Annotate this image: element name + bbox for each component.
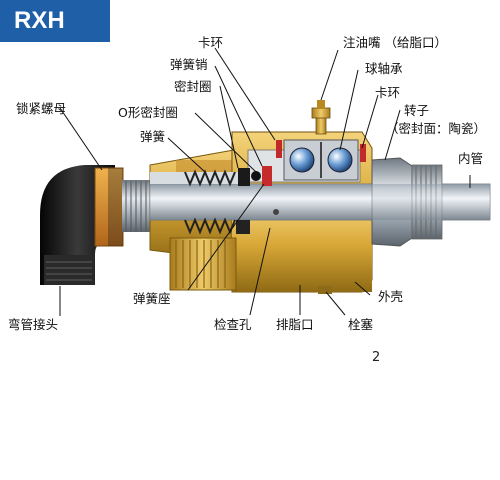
snap-ring-right (360, 144, 366, 162)
inspection-hole (273, 209, 279, 215)
bearing-ball-1 (289, 147, 315, 173)
label-elbow: 弯管接头 (8, 317, 59, 332)
grease-nipple (311, 100, 331, 135)
snap-ring-left (276, 140, 282, 158)
label-inspection-hole: 检查孔 (214, 317, 252, 332)
spring (184, 169, 236, 187)
bearing-ball-2 (327, 147, 353, 173)
threaded-stub (122, 180, 152, 232)
plug (318, 286, 332, 294)
label-inner-pipe: 内管 (458, 151, 484, 166)
page-number: 2 (372, 350, 381, 365)
spring-seat (262, 166, 272, 186)
label-spring-pin: 弹簧销 (170, 57, 208, 72)
label-spring-seat: 弹簧座 (133, 291, 171, 306)
label-grease-drain: 排脂口 (276, 317, 314, 332)
label-rotor: 转子 (404, 103, 430, 118)
label-o-ring: O形密封圈 (118, 105, 178, 120)
label-plug: 栓塞 (348, 317, 374, 332)
o-ring (251, 171, 261, 181)
model-tag: RXH (0, 0, 110, 42)
label-lock-nut: 锁紧螺母 (16, 101, 67, 116)
label-ball-bearing: 球轴承 (365, 61, 403, 76)
label-housing: 外壳 (378, 289, 404, 304)
label-snap-ring-right: 卡环 (375, 85, 401, 100)
label-seal-ring: 密封圈 (174, 79, 212, 94)
seal-ring (238, 168, 250, 186)
label-grease-nipple: 注油嘴 （给脂口） (343, 35, 447, 50)
label-spring: 弹簧 (140, 129, 166, 144)
spring-lower (184, 217, 236, 235)
label-seal-face: （密封面：陶瓷） (386, 121, 487, 136)
lock-nut (94, 167, 124, 247)
label-snap-ring-top: 卡环 (198, 35, 224, 50)
